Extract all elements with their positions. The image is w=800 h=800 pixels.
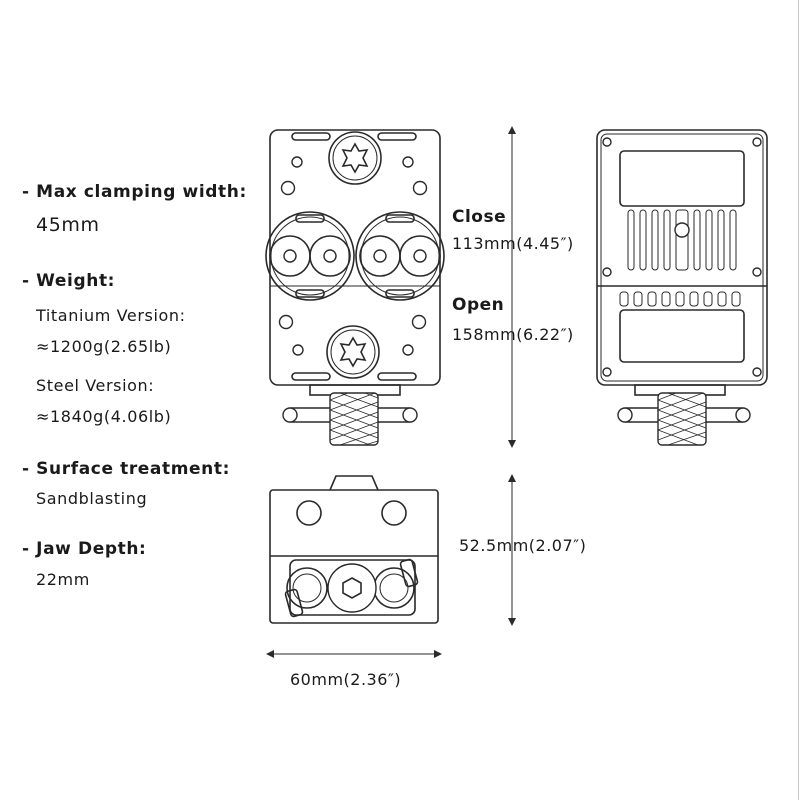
surface-treatment-heading: - Surface treatment:	[22, 459, 231, 479]
height-dimension: 52.5mm(2.07″)	[459, 536, 587, 555]
side-view	[269, 475, 439, 624]
steel-version-value: ≈1840g(4.06lb)	[36, 407, 172, 426]
jaw-depth-heading: - Jaw Depth:	[22, 539, 147, 559]
front-knurled-knob	[329, 392, 379, 446]
rear-ribs-upper	[627, 209, 737, 271]
rear-view	[596, 129, 768, 446]
weight-heading: - Weight:	[22, 271, 116, 291]
max-clamping-value: 45mm	[36, 214, 100, 236]
max-clamping-heading: - Max clamping width:	[22, 182, 247, 202]
front-view	[265, 129, 445, 446]
left-clamp-wheel	[265, 211, 355, 301]
open-label: Open	[452, 295, 505, 315]
right-clamp-wheel	[355, 211, 445, 301]
steel-version-label: Steel Version:	[36, 376, 155, 395]
titanium-version-value: ≈1200g(2.65lb)	[36, 337, 172, 356]
width-dimension: 60mm(2.36″)	[290, 670, 402, 689]
rear-ribs-lower	[619, 291, 741, 307]
titanium-version-label: Titanium Version:	[36, 306, 186, 325]
rear-knurled-knob	[657, 392, 707, 446]
jaw-depth-value: 22mm	[36, 570, 90, 589]
close-label: Close	[452, 207, 507, 227]
surface-treatment-value: Sandblasting	[36, 489, 148, 508]
